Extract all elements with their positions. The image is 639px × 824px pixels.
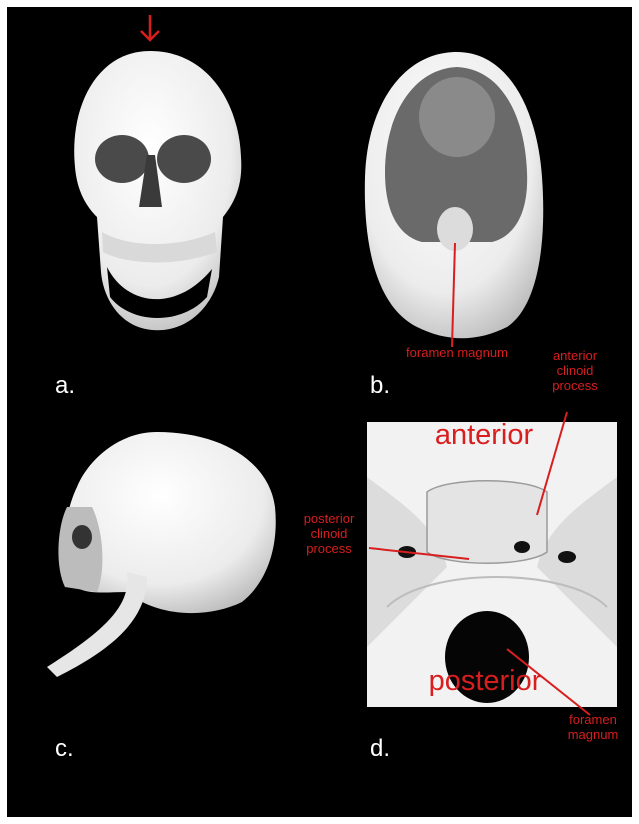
skull-frontal-view (74, 51, 241, 330)
panel-b-letter: b. (370, 372, 390, 400)
panel-a-letter: a. (55, 372, 75, 400)
anterior-label: anterior (419, 419, 549, 452)
anterior-clinoid-label: anterior clinoid process (535, 349, 615, 394)
posterior-clinoid-label: posterior clinoid process (289, 512, 369, 557)
figure-frame: a. b. c. d. foramen magnum anterior post… (7, 7, 632, 817)
foramen-magnum-label-d: foramen magnum (560, 713, 626, 743)
posterior-label: posterior (415, 665, 555, 698)
panel-d-letter: d. (370, 735, 390, 763)
foramen-magnum-label-b: foramen magnum (382, 346, 532, 361)
panel-c-letter: c. (55, 735, 74, 763)
down-arrow-icon (141, 15, 159, 40)
skull-lateral-view (47, 432, 276, 677)
